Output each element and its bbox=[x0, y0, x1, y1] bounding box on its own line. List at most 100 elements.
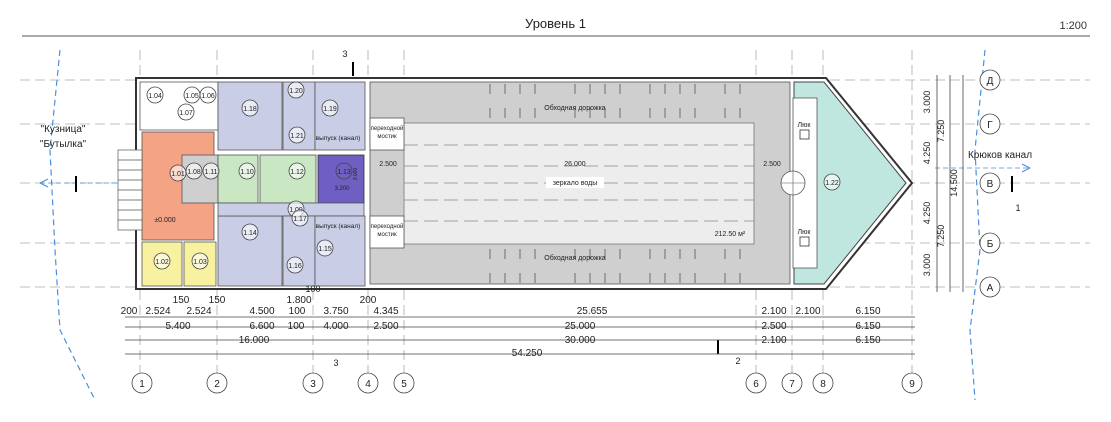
dim-row1-2: 150 bbox=[173, 295, 190, 306]
dim-misc-100: 100 bbox=[305, 284, 320, 294]
section-3-top: 3 bbox=[342, 49, 347, 59]
axis-label-5: 5 bbox=[401, 379, 407, 390]
room-number-1-06: 1.06 bbox=[201, 93, 215, 100]
dim-row2-2: 100 bbox=[288, 321, 305, 332]
axis-label-А: А bbox=[987, 283, 994, 294]
axis-label-6: 6 bbox=[753, 379, 759, 390]
entrance-stair bbox=[117, 149, 143, 231]
bridge-bottom bbox=[369, 215, 405, 249]
section-3-bottom: 3 bbox=[333, 358, 338, 368]
room-1-13 bbox=[317, 154, 365, 204]
axis-label-4: 4 bbox=[365, 379, 371, 390]
axis-marker-5 bbox=[393, 372, 415, 394]
room-number-1-14: 1.14 bbox=[243, 230, 257, 237]
room-number-1-18: 1.18 bbox=[243, 106, 257, 113]
room-marker-1-19 bbox=[321, 99, 339, 117]
dim-row1-4: 150 bbox=[209, 295, 226, 306]
dim-row4-total: 54.250 bbox=[512, 348, 543, 359]
room-marker-1-04 bbox=[146, 86, 164, 104]
canal-label-kuznitsa: "Кузница" bbox=[41, 124, 86, 135]
dim-row3-1: 30.000 bbox=[565, 335, 596, 346]
room-marker-1-21 bbox=[288, 126, 306, 144]
hatch-label-bottom: Люк bbox=[798, 229, 812, 236]
axis-marker-В bbox=[979, 172, 1001, 194]
room-number-1-09: 1.09 bbox=[289, 207, 303, 214]
dim-row2-4: 2.500 bbox=[373, 321, 398, 332]
axis-marker-Д bbox=[979, 69, 1001, 91]
room-marker-1-03 bbox=[191, 252, 209, 270]
axis-marker-3 bbox=[302, 372, 324, 394]
room-number-1-07: 1.07 bbox=[179, 110, 193, 117]
axis-label-8: 8 bbox=[820, 379, 826, 390]
axis-label-Д: Д bbox=[987, 76, 994, 87]
dim-row1-10: 4.345 bbox=[373, 306, 398, 317]
canal-label-butylka: "Бутылка" bbox=[40, 139, 87, 150]
room-number-1-21: 1.21 bbox=[290, 133, 304, 140]
bypass-label-bottom: Обходная дорожка bbox=[544, 254, 606, 262]
room-marker-1-15 bbox=[316, 239, 334, 257]
axis-marker-7 bbox=[781, 372, 803, 394]
section-2-bottom: 2 bbox=[735, 356, 740, 366]
dim-right-7250-top: 7.250 bbox=[936, 120, 946, 143]
axis-marker-4 bbox=[357, 372, 379, 394]
room-marker-1-14 bbox=[241, 223, 259, 241]
hatch-top bbox=[799, 129, 810, 140]
room-number-1-20: 1.20 bbox=[289, 88, 303, 95]
room-number-1-08: 1.08 bbox=[187, 169, 201, 176]
pool-area-label: 212.50 м² bbox=[715, 231, 746, 238]
axis-marker-8 bbox=[812, 372, 834, 394]
room-number-1-03: 1.03 bbox=[193, 259, 207, 266]
room-number-1-02: 1.02 bbox=[155, 259, 169, 266]
dim-row1-3: 2.524 bbox=[186, 306, 211, 317]
drawing-title: Уровень 1 bbox=[525, 16, 586, 31]
room-number-1-19: 1.19 bbox=[323, 106, 337, 113]
dim-row3-3: 6.150 bbox=[855, 335, 880, 346]
dim-row3-0: 16.000 bbox=[239, 335, 270, 346]
room-marker-1-07 bbox=[177, 103, 195, 121]
room-dim-3200: 3.200 bbox=[334, 186, 350, 192]
room-number-1-12: 1.12 bbox=[290, 169, 304, 176]
dim-row1-5: 4.500 bbox=[249, 306, 274, 317]
axis-marker-2 bbox=[206, 372, 228, 394]
axis-marker-6 bbox=[745, 372, 767, 394]
room-marker-1-11 bbox=[202, 162, 220, 180]
pool-dim-2500-right: 2.500 bbox=[763, 161, 781, 168]
room-marker-1-18 bbox=[241, 99, 259, 117]
axis-label-В: В bbox=[987, 179, 994, 190]
outlet-label-bottom: выпуск (канал) bbox=[316, 223, 361, 230]
dim-row2-6: 2.500 bbox=[761, 321, 786, 332]
bridge-label-bottom-1: переходной bbox=[371, 223, 404, 230]
dim-right-4250-top: 4.250 bbox=[922, 142, 932, 165]
room-1-10 bbox=[217, 154, 259, 204]
room-number-1-22: 1.22 bbox=[825, 180, 839, 187]
room-number-1-04: 1.04 bbox=[148, 93, 162, 100]
water-boundary bbox=[49, 49, 986, 401]
bridge-label-bottom-2: мостик bbox=[377, 232, 397, 238]
room-marker-1-08 bbox=[185, 162, 203, 180]
room-dim-3000: 3.000 bbox=[353, 168, 359, 181]
dim-right-14500: 14.500 bbox=[949, 169, 959, 197]
dim-row1-6: 1.800 bbox=[286, 295, 311, 306]
dim-row1-14: 6.150 bbox=[855, 306, 880, 317]
axis-label-7: 7 bbox=[789, 379, 795, 390]
room-number-1-01: 1.01 bbox=[171, 171, 185, 178]
dim-row1-12: 2.100 bbox=[761, 306, 786, 317]
room-number-1-11: 1.11 bbox=[204, 169, 217, 176]
dim-row1-8: 3.750 bbox=[323, 306, 348, 317]
drawing-scale: 1:200 bbox=[1059, 20, 1087, 32]
room-marker-1-12 bbox=[288, 162, 306, 180]
pool-dim-2500-left: 2.500 bbox=[379, 161, 397, 168]
dim-row2-5: 25.000 bbox=[565, 321, 596, 332]
axis-marker-Б bbox=[979, 232, 1001, 254]
dim-right-3000-bottom: 3.000 bbox=[922, 254, 932, 277]
dim-row1-13: 2.100 bbox=[795, 306, 820, 317]
axis-label-1: 1 bbox=[139, 379, 145, 390]
dim-row2-3: 4.000 bbox=[323, 321, 348, 332]
room-marker-1-10 bbox=[238, 162, 256, 180]
axis-label-Б: Б bbox=[987, 239, 994, 250]
dim-right-7250-bottom: 7.250 bbox=[936, 225, 946, 248]
room-1-12 bbox=[259, 154, 317, 204]
room-number-1-10: 1.10 bbox=[240, 169, 254, 176]
dim-row1-11: 25.655 bbox=[577, 306, 608, 317]
